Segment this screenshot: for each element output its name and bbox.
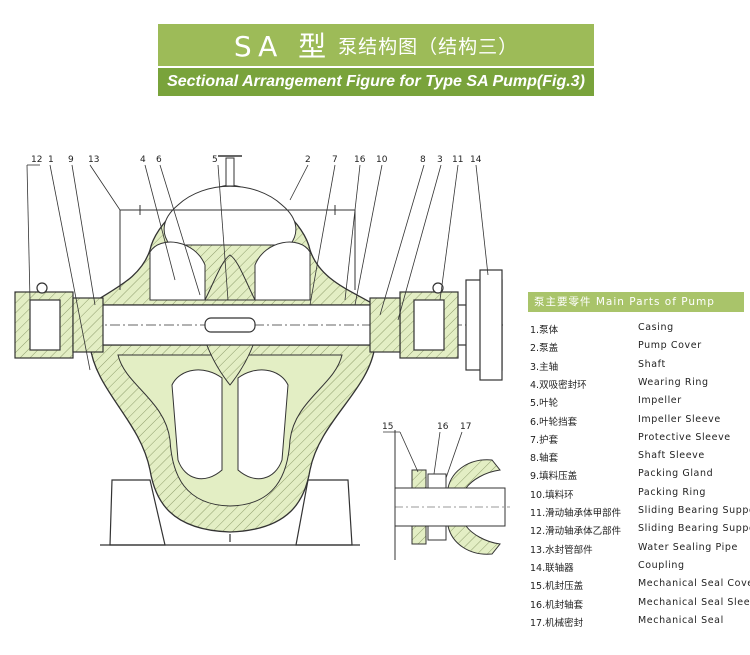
callout-3: 3 [437, 155, 443, 165]
pump-base [100, 390, 360, 546]
seal-detail-inset: 15 16 17 [382, 422, 510, 560]
callout-9: 9 [68, 155, 74, 165]
part-name-cn: 11.滑动轴承体甲部件 [530, 508, 622, 519]
callout-14: 14 [470, 155, 482, 165]
lower-casing [89, 344, 376, 533]
part-item: 14.联轴器 Coupling [528, 560, 750, 576]
part-name-cn: 13.水封管部件 [530, 544, 593, 556]
part-name-cn: 4.双吸密封环 [530, 379, 587, 391]
detail-callout-15: 15 [382, 422, 393, 432]
part-name-en: Sliding Bearing Support [638, 523, 750, 535]
water-sealing-pipe [119, 205, 356, 290]
callout-2: 2 [305, 155, 311, 165]
part-name-en: Shaft [638, 358, 666, 370]
part-name-en: Water Sealing Pipe [638, 541, 738, 553]
callout-13: 13 [88, 155, 99, 165]
parts-header: 泵主要零件 Main Parts of Pump [528, 292, 744, 312]
part-name-cn: 5.叶轮 [530, 398, 559, 410]
part-item: 4.双吸密封环 Wearing Ring [528, 377, 750, 393]
part-item: 15.机封压盖 Mechanical Seal Cover [528, 578, 750, 594]
upper-casing [88, 155, 378, 306]
part-name-cn: 10.填料环 [530, 489, 574, 501]
part-item: 11.滑动轴承体甲部件 Sliding Bearing Support [528, 505, 750, 521]
pump-section-drawing: 12 1 9 13 4 6 5 2 7 16 10 8 3 11 14 [14, 155, 510, 560]
part-name-cn: 6.叶轮挡套 [530, 416, 578, 428]
parts-panel: 泵主要零件 Main Parts of Pump 1.泵体 Casing 2.泵盖 P… [528, 292, 750, 629]
part-item: 9.填料压盖 Packing Gland [528, 468, 750, 484]
part-name-en: Packing Gland [638, 468, 714, 480]
callout-6: 6 [156, 155, 162, 165]
part-name-cn: 7.护套 [530, 434, 559, 446]
part-name-cn: 15.机封压盖 [530, 581, 584, 593]
part-item: 6.叶轮挡套 Impeller Sleeve [528, 414, 750, 430]
part-item: 1.泵体 Casing [528, 322, 750, 338]
callout-16-top: 16 [354, 155, 366, 165]
detail-callout-17: 17 [460, 422, 471, 432]
part-item: 16.机封轴套 Mechanical Seal Sleeve [528, 597, 750, 613]
part-name-en: Packing Ring [638, 486, 707, 498]
title-sub: 泵结构图（结构三） [338, 35, 519, 58]
part-name-cn: 3.主轴 [530, 361, 559, 373]
part-name-en: Sliding Bearing Support [638, 505, 750, 516]
part-item: 12.滑动轴承体乙部件 Sliding Bearing Support [528, 523, 750, 539]
callout-10: 10 [376, 155, 388, 165]
part-item: 2.泵盖 Pump Cover [528, 340, 750, 356]
callout-8: 8 [420, 155, 426, 165]
part-name-cn: 12.滑动轴承体乙部件 [530, 526, 622, 538]
part-name-cn: 14.联轴器 [530, 562, 574, 574]
impeller-lower [204, 339, 256, 386]
title-banner: SA 型 泵结构图（结构三） [158, 24, 594, 66]
part-item: 3.主轴 Shaft [528, 359, 750, 375]
part-name-cn: 9.填料压盖 [530, 471, 578, 483]
subtitle-text: Sectional Arrangement Figure for Type SA… [167, 73, 585, 90]
part-name-cn: 17.机械密封 [530, 617, 584, 629]
part-item: 5.叶轮 Impeller [528, 395, 750, 411]
part-name-en: Pump Cover [638, 340, 702, 352]
part-name-cn: 1.泵体 [530, 325, 559, 336]
part-item: 8.轴套 Shaft Sleeve [528, 450, 750, 466]
part-name-en: Casing [638, 322, 674, 333]
part-item: 7.护套 Protective Sleeve [528, 432, 750, 448]
top-callouts: 12 1 9 13 4 6 5 2 7 16 10 8 3 11 14 [26, 155, 489, 371]
callout-1: 1 [48, 155, 54, 165]
part-name-cn: 8.轴套 [530, 453, 559, 465]
callout-11: 11 [452, 155, 463, 165]
part-name-en: Impeller [638, 395, 682, 407]
callout-4: 4 [140, 155, 146, 165]
part-name-en: Impeller Sleeve [638, 413, 721, 425]
callout-12: 12 [31, 155, 42, 165]
part-name-en: Shaft Sleeve [638, 450, 705, 462]
part-name-cn: 16.机封轴套 [530, 599, 584, 611]
part-name-cn: 2.泵盖 [530, 343, 559, 355]
part-name-en: Mechanical Seal [638, 614, 724, 626]
coupling [465, 269, 503, 381]
part-name-en: Coupling [638, 559, 685, 571]
detail-callout-16: 16 [437, 422, 449, 432]
part-name-en: Mechanical Seal Sleeve [638, 596, 750, 608]
bearing-housing-left [14, 282, 104, 359]
part-name-en: Wearing Ring [638, 376, 709, 388]
callout-7: 7 [332, 155, 338, 165]
part-item: 17.机械密封 Mechanical Seal [528, 615, 750, 631]
part-name-en: Protective Sleeve [638, 431, 731, 443]
bearing-housing-right [369, 282, 459, 359]
part-item: 13.水封管部件 Water Sealing Pipe [528, 542, 750, 558]
part-name-en: Mechanical Seal Cover [638, 578, 750, 590]
subtitle-banner: Sectional Arrangement Figure for Type SA… [158, 68, 594, 96]
title-main: SA 型 [233, 30, 333, 63]
part-item: 10.填料环 Packing Ring [528, 487, 750, 503]
callout-5: 5 [212, 155, 218, 165]
